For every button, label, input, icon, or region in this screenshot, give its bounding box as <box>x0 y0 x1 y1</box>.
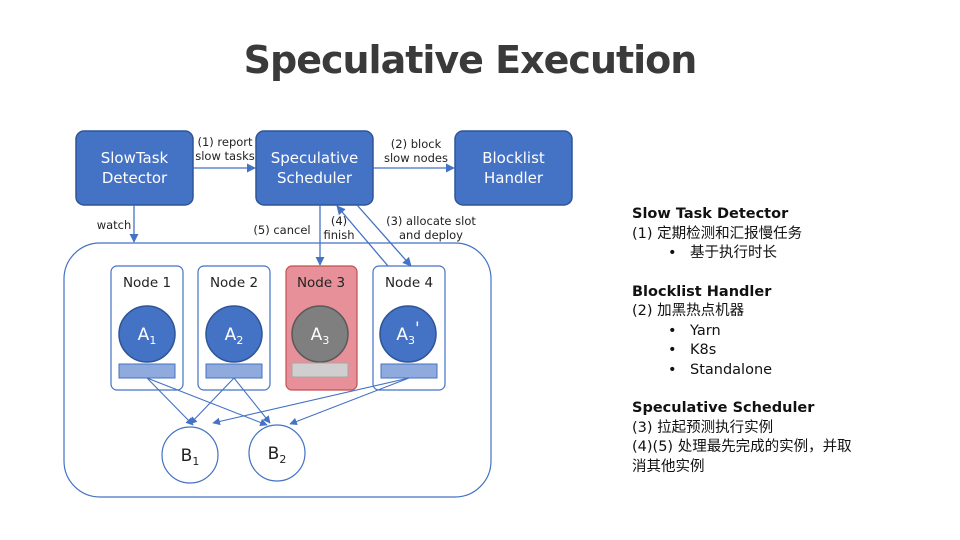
task-a3-label: A <box>311 325 323 345</box>
speculative-scheduler-line-3: 消其他实例 <box>632 458 705 475</box>
task-a1-circle <box>118 305 176 363</box>
node-2-label: Node 2 <box>210 275 258 291</box>
list-item: 基于执行时长 <box>632 244 932 264</box>
node-1-label: Node 1 <box>123 275 171 291</box>
list-item: Yarn <box>632 322 932 342</box>
task-b2-label: B <box>268 444 280 464</box>
blocklist-handler-list: Yarn K8s Standalone <box>632 322 932 381</box>
finish-label-1: (4) <box>331 214 347 228</box>
node-2-slot-bar <box>205 363 263 379</box>
task-a2-circle <box>205 305 263 363</box>
slowtask-detector-label-1: SlowTask <box>101 149 169 167</box>
speculative-scheduler-label-2: Scheduler <box>277 169 353 187</box>
slowtask-detector-label-2: Detector <box>102 169 168 187</box>
node-4[interactable]: Node 4 A3' <box>372 265 446 391</box>
svg-text:A2: A2 <box>225 325 244 347</box>
speculative-scheduler-line-1: (3) 拉起预测执行实例 <box>632 419 774 436</box>
node-3[interactable]: Node 3 A3 <box>285 265 358 391</box>
svg-text:A1: A1 <box>138 325 157 347</box>
list-item: Standalone <box>632 361 932 381</box>
cancel-label: (5) cancel <box>253 223 310 237</box>
node-3-label: Node 3 <box>297 275 345 291</box>
node-2[interactable]: Node 2 A2 <box>197 265 271 391</box>
blocklist-handler-label-1: Blocklist <box>482 149 545 167</box>
svg-text:B1: B1 <box>181 446 200 468</box>
speculative-scheduler-line-2: (4)(5) 处理最先完成的实例，并取 <box>632 439 852 455</box>
report-label-2: slow tasks <box>195 149 254 163</box>
slow-task-detector-list: 基于执行时长 <box>632 244 932 264</box>
task-a2-sub: 2 <box>236 334 243 347</box>
speculative-scheduler-label-1: Speculative <box>271 149 359 167</box>
allocate-label-2: and deploy <box>399 228 463 242</box>
block-label-1: (2) block <box>391 137 442 151</box>
cluster-container <box>63 242 492 498</box>
task-a1-label: A <box>138 325 150 345</box>
blocklist-handler-line: (2) 加黑热点机器 <box>632 303 745 319</box>
node-4-label: Node 4 <box>385 275 433 291</box>
output-arrows <box>146 377 410 427</box>
blocklist-handler-section: Blocklist Handler (2) 加黑热点机器 Yarn K8s St… <box>632 283 932 381</box>
svg-text:A3': A3' <box>396 319 419 347</box>
task-a2-label: A <box>225 325 237 345</box>
task-b2-sub: 2 <box>279 453 286 466</box>
node-3-slot-bar <box>291 362 349 378</box>
task-b1-sub: 1 <box>192 455 199 468</box>
blocklist-handler-title: Blocklist Handler <box>632 283 772 300</box>
node-4-slot-bar <box>380 363 438 379</box>
page-title: Speculative Execution <box>243 38 698 82</box>
speculative-scheduler-title: Speculative Scheduler <box>632 400 815 416</box>
allocate-arrow <box>356 204 412 267</box>
watch-label: watch <box>97 218 132 232</box>
task-a3-speculative-sub: 3 <box>408 334 415 347</box>
finish-arrow <box>336 205 389 267</box>
task-a3-circle <box>291 305 349 363</box>
task-a3-speculative-label: A <box>396 325 408 345</box>
svg-text:B2: B2 <box>268 444 287 466</box>
speculative-scheduler-box[interactable]: Speculative Scheduler <box>255 130 374 206</box>
finish-label-2: finish <box>323 228 354 242</box>
allocate-label-1: (3) allocate slot <box>386 214 476 228</box>
slow-task-detector-section: Slow Task Detector (1) 定期检测和汇报慢任务 基于执行时长 <box>632 205 932 264</box>
task-b1[interactable]: B1 <box>161 426 219 484</box>
node-1[interactable]: Node 1 A1 <box>110 265 184 391</box>
blocklist-handler-label-2: Handler <box>484 169 544 187</box>
slow-task-detector-title: Slow Task Detector <box>632 206 789 222</box>
description-panel: Slow Task Detector (1) 定期检测和汇报慢任务 基于执行时长… <box>632 205 932 496</box>
node-1-slot-bar <box>118 363 176 379</box>
slowtask-detector-box[interactable]: SlowTask Detector <box>75 130 194 206</box>
report-label-1: (1) report <box>197 135 253 149</box>
blocklist-handler-box[interactable]: Blocklist Handler <box>454 130 573 206</box>
task-a3-speculative-prime: ' <box>415 319 420 339</box>
speculative-scheduler-section: Speculative Scheduler (3) 拉起预测执行实例 (4)(5… <box>632 399 932 477</box>
list-item: K8s <box>632 341 932 361</box>
task-b1-label: B <box>181 446 193 466</box>
task-a3-speculative-circle <box>379 305 437 363</box>
task-a1-sub: 1 <box>149 334 156 347</box>
slow-task-detector-line: (1) 定期检测和汇报慢任务 <box>632 225 803 242</box>
task-b2[interactable]: B2 <box>248 424 306 482</box>
svg-text:A3: A3 <box>311 325 330 347</box>
task-a3-sub: 3 <box>322 334 329 347</box>
block-label-2: slow nodes <box>384 151 448 165</box>
